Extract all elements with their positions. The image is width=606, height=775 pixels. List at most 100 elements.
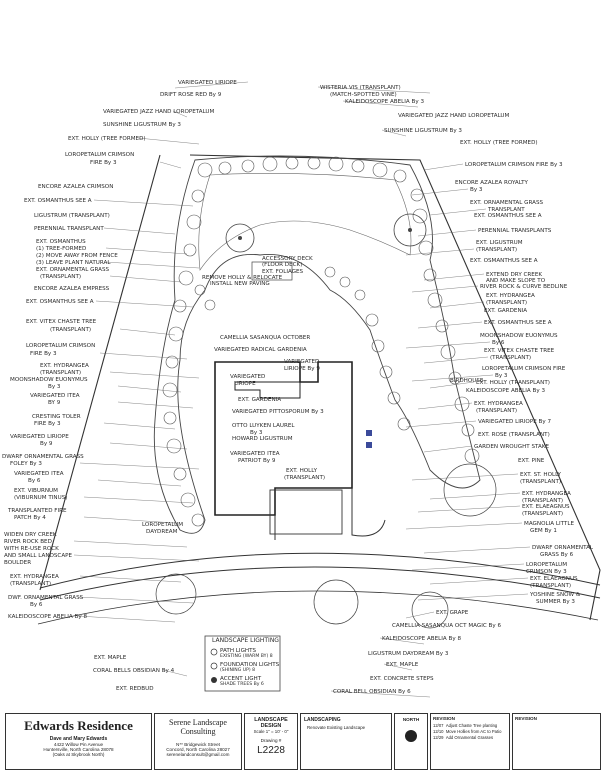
shrub-symbol	[162, 382, 178, 398]
scope-block: LANDSCAPING Renovate Existing Landscape	[300, 713, 392, 770]
plant-label: LOROPETALUM CRIMSON FIRE	[482, 366, 566, 372]
shrub-symbol	[194, 284, 206, 296]
plant-label: LIRIOPE	[234, 381, 256, 387]
plant-label: (TRANSPLANT)	[522, 498, 564, 504]
plant-label: VARIEGATED JAZZ HAND LOROPETALUM	[103, 109, 215, 115]
firm-address1: N** Bridgewick Street	[176, 742, 220, 747]
shrub-symbol	[307, 156, 321, 170]
leader-line	[423, 163, 464, 171]
leader-line	[174, 81, 249, 89]
drawing-block: LANDSCAPE DESIGN Scale 1" = 10' - 0" Dra…	[244, 713, 298, 770]
leader-line	[137, 137, 200, 145]
plant-label: FIRE By 3	[34, 421, 61, 427]
garden-bed-outline	[153, 155, 481, 534]
shrub-symbol	[324, 266, 336, 278]
design-sub: DESIGN	[260, 723, 282, 729]
plant-label: VARIEGATED RADICAL GARDENIA	[214, 347, 307, 353]
shrub-symbol	[191, 513, 205, 527]
leader-line	[109, 371, 200, 379]
plant-label: By 3	[250, 430, 263, 436]
tree-canopy	[313, 579, 359, 625]
scope-heading: LANDSCAPING	[304, 717, 341, 723]
plant-label: MAGNOLIA LITTLE	[524, 521, 574, 527]
accessory-deck	[251, 261, 293, 281]
shrub-symbol	[166, 438, 182, 454]
property-line	[39, 154, 601, 621]
plant-label: CAMELLIA SASANQUA OCTOBER	[220, 335, 311, 341]
plant-label: WISTERIA VIS (TRANSPLANT)	[320, 85, 401, 91]
lawn-area	[198, 173, 412, 271]
revision-block-2: REVISION	[512, 713, 601, 770]
plant-label: (2) MOVE AWAY FROM FENCE	[36, 253, 118, 259]
plant-label: EXT. FOLIAGES	[262, 269, 304, 275]
plant-label: LOROPETALUM CRIMSON	[65, 152, 135, 158]
leader-line	[405, 522, 523, 530]
plant-label: EXT. ROSE (TRANSPLANT)	[478, 432, 550, 438]
legend-item-accent-sub: SHADE TREES By 6	[220, 682, 264, 687]
leader-line	[417, 321, 483, 329]
plant-label: HOWARD LIGUSTRUM	[232, 436, 293, 442]
plant-label: GARDEN WROUGHT STAKE	[474, 444, 550, 450]
plant-label: By 3	[470, 187, 483, 193]
client-block: Edwards Residence Dave and Mary Edwards …	[5, 713, 152, 770]
shrub-symbol	[393, 169, 407, 183]
plant-label: LIGUSTRUM (TRANSPLANT)	[34, 213, 110, 219]
plant-label: EXT. LIGUSTRUM	[476, 240, 523, 246]
plant-label: (MATCH-SPOTTED VINE)	[330, 92, 397, 98]
shrub-symbol	[397, 417, 411, 431]
plant-label: KALEIDOSCOPE ABELIA By 8	[8, 614, 88, 620]
legend-title: LANDSCAPE LIGHTING	[212, 637, 279, 644]
plant-label: EXT. HYDRANGEA	[474, 401, 523, 407]
scale: Scale 1" = 10' - 0"	[253, 729, 289, 734]
shrub-symbol	[418, 240, 434, 256]
plant-label: EXT. PINE	[518, 458, 545, 464]
plant-label: LOROPETALUM	[142, 522, 184, 528]
shrub-symbol	[339, 276, 351, 288]
leader-line	[417, 402, 473, 410]
plant-label: EXT. HOLLY	[286, 468, 318, 474]
plant-label: KALEIDOSCOPE ABELIA By 3	[466, 388, 546, 394]
plant-label: YOSHINE SNOW &	[530, 592, 581, 598]
road-edge-lower	[39, 566, 601, 601]
leader-line	[423, 445, 473, 453]
legend-item-path: PATH LIGHTS	[220, 648, 257, 654]
leader-line	[429, 577, 529, 585]
plant-label: EXTEND DRY CREEK	[486, 272, 543, 278]
shrub-symbol	[165, 355, 179, 369]
revision-text: Adjust Chaste Tree planting	[445, 723, 498, 728]
leader-line	[109, 275, 182, 283]
plant-label: EXT. CONCRETE STEPS	[370, 676, 434, 682]
plant-label: SUNSHINE LIGUSTRUM By 3	[384, 128, 462, 134]
legend-item-foundation: FOUNDATION LIGHTS	[220, 662, 280, 668]
leader-line	[117, 385, 182, 393]
plant-label: KALEIDOSCOPE ABELIA By 3	[345, 99, 425, 105]
plant-label: (TRANSPLANT)	[522, 511, 564, 517]
plant-label: (FLOOR DECK)	[262, 262, 303, 268]
plant-label: By 9	[40, 441, 53, 447]
blue-marker	[366, 430, 372, 436]
plant-label: VARIEGATED JAZZ HAND LOROPETALUM	[398, 113, 510, 119]
plant-label: WIDEN DRY CREEK	[4, 532, 57, 538]
leader-line	[417, 593, 529, 601]
legend-item-accent: ACCENT LIGHT	[220, 676, 262, 682]
plant-label: MOONSHADOW EUONYMUS	[480, 333, 558, 339]
plant-label: CRESTING TOLER	[32, 414, 81, 420]
plant-label: EXT. VIBURNUM	[14, 488, 58, 494]
plant-label: DWF. ORNAMENTAL GRASS	[8, 595, 84, 601]
legend-box	[204, 635, 281, 692]
plant-label: (TRANSPLANT)	[50, 327, 92, 333]
plant-label: (TRANSPLANT)	[476, 247, 518, 253]
plant-label: EXT. MAPLE	[94, 655, 127, 661]
house-footprint	[214, 361, 353, 516]
accent-light-icon	[211, 677, 217, 683]
leader-line	[405, 341, 491, 349]
tree-trunk	[408, 228, 412, 232]
shrub-symbol	[180, 492, 196, 508]
firm-block: Serene Landscape Consulting N** Bridgewi…	[154, 713, 242, 770]
plant-label: TRANSPLANTED FIRE	[8, 508, 67, 514]
revision-block: REVISION 12/07 Adjust Chaste Tree planti…	[430, 713, 510, 770]
scope-item: Renovate Existing Landscape	[307, 725, 366, 730]
plant-label: EXT. ELAEAGNUS	[530, 576, 578, 582]
plant-label: (VIBURNUM TINUS)	[14, 495, 68, 501]
shrub-symbol	[262, 156, 278, 172]
